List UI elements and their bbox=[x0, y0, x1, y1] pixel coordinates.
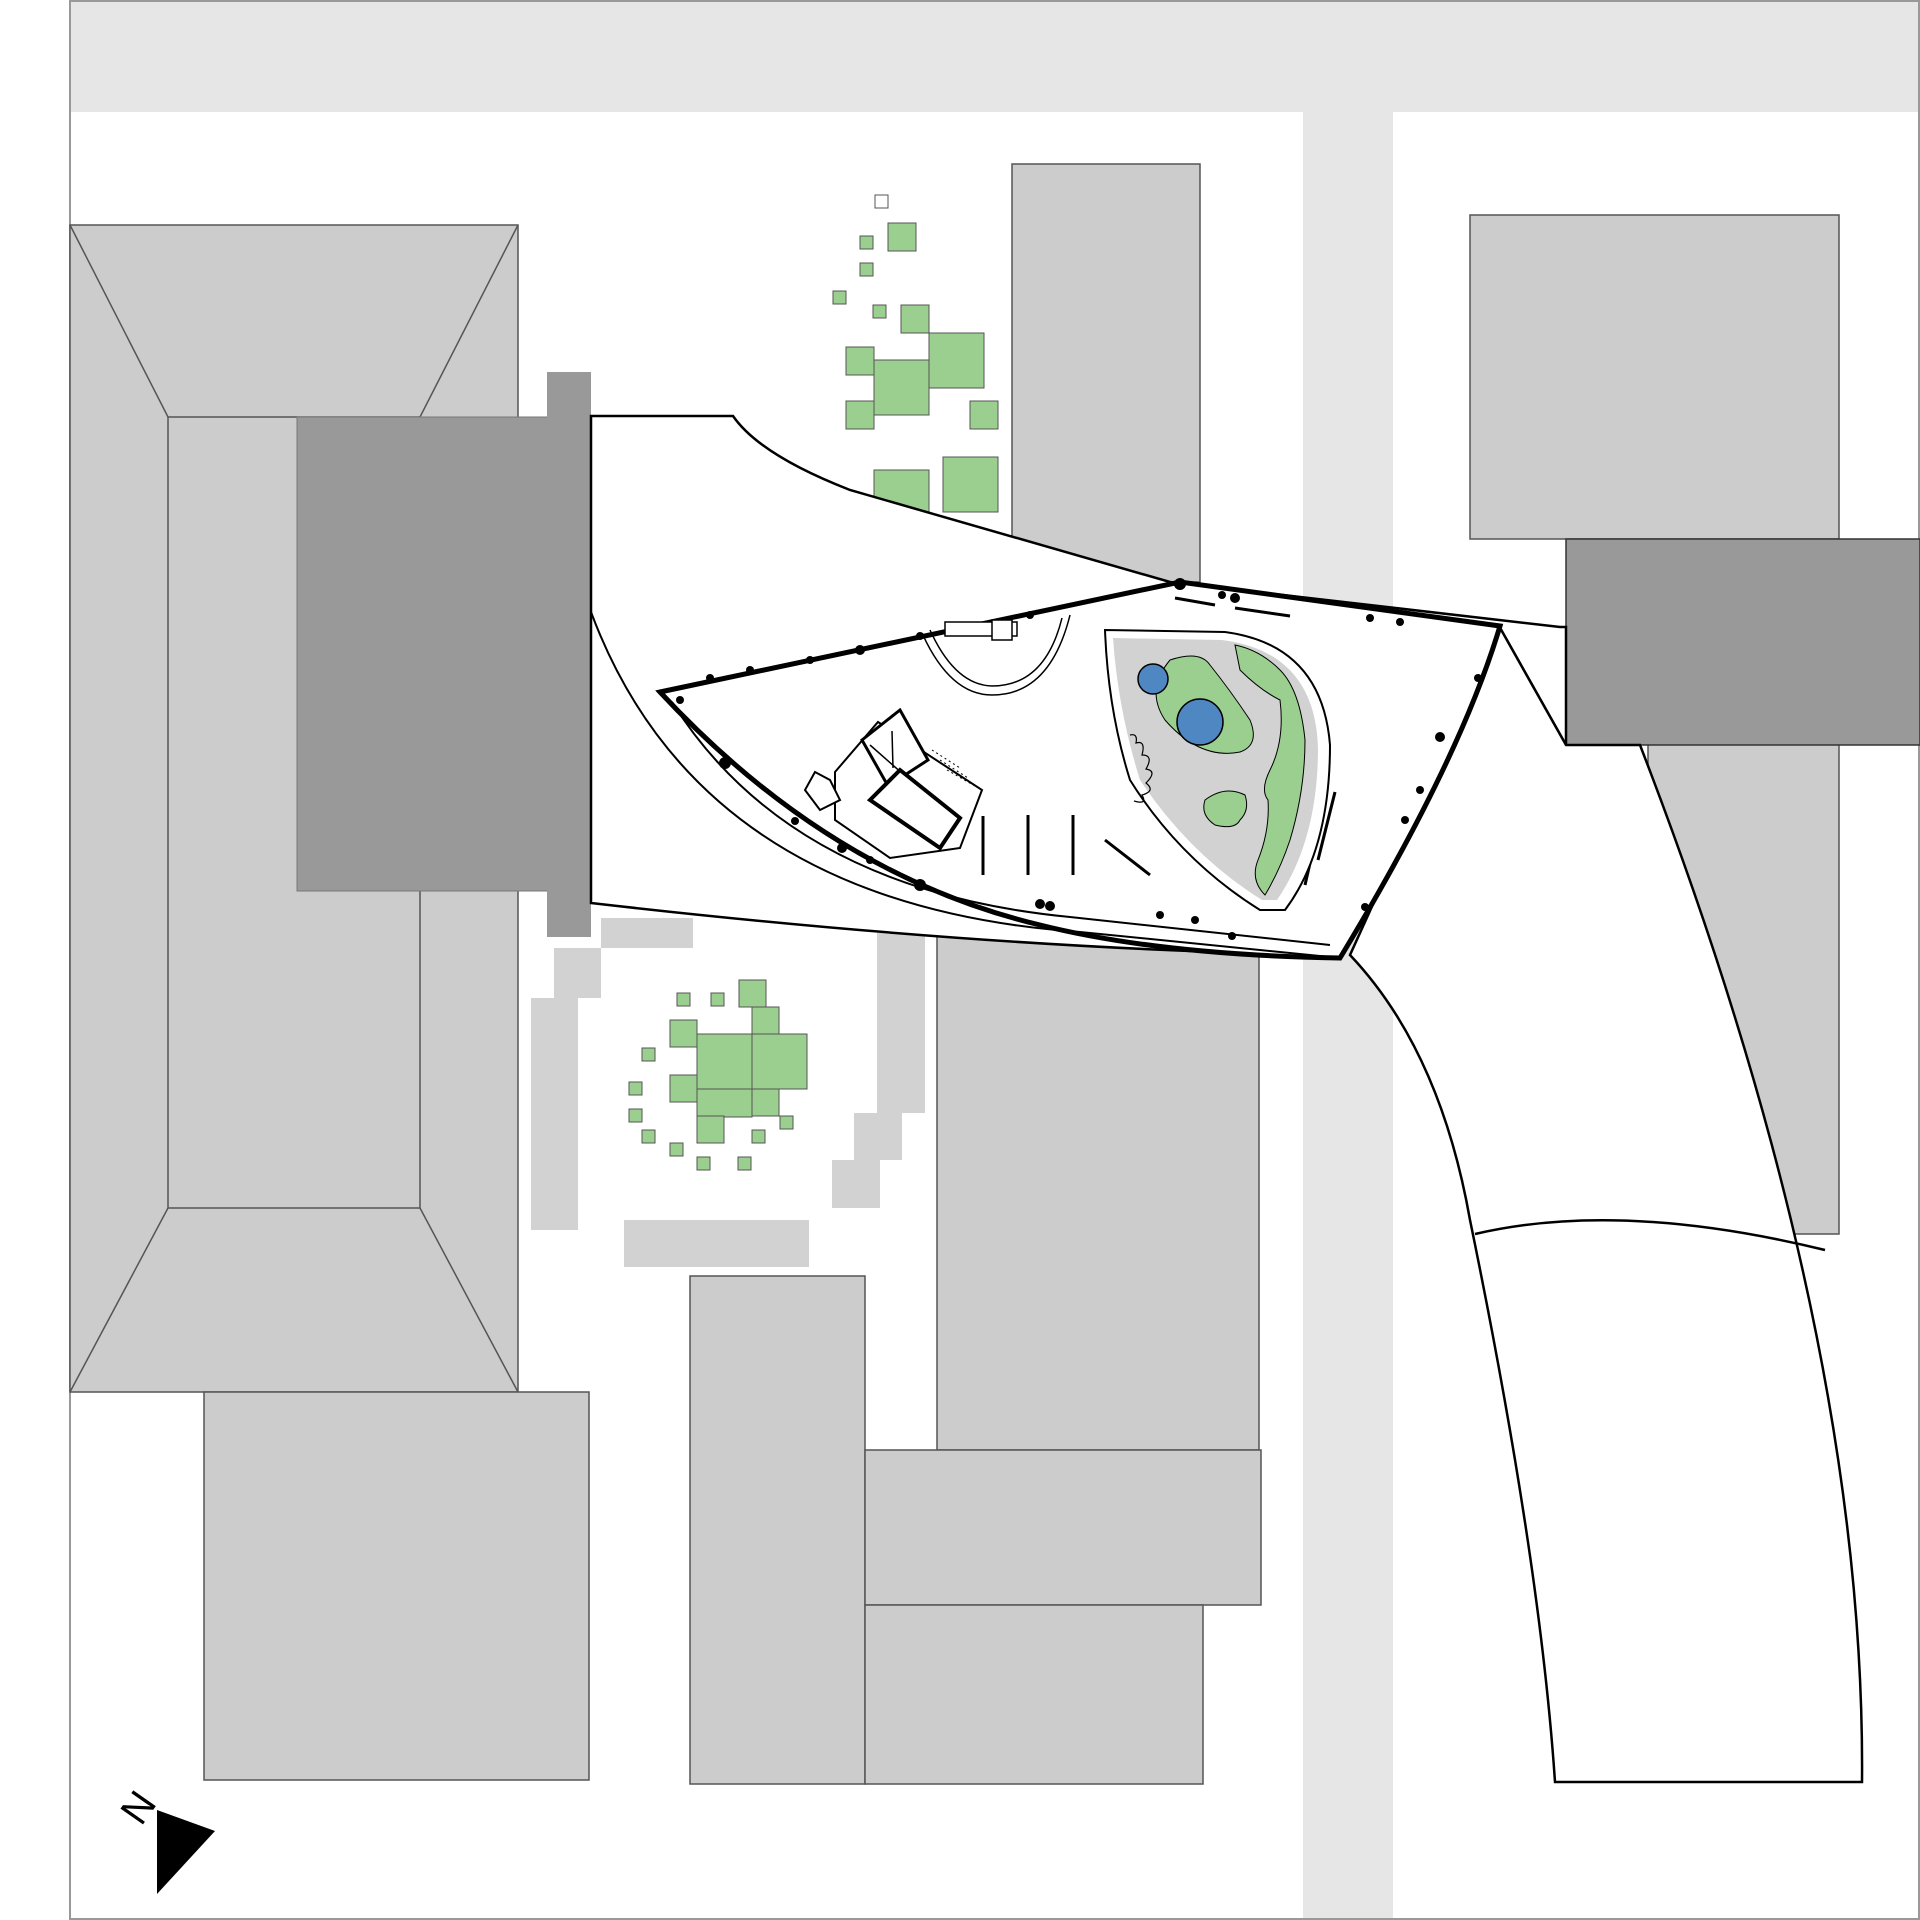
pool-small bbox=[1137, 663, 1169, 695]
building-south-central-b bbox=[864, 1449, 1262, 1606]
north-arrow: N bbox=[112, 1783, 215, 1894]
building-central bbox=[936, 924, 1260, 1451]
north-arrow-icon bbox=[157, 1810, 215, 1894]
railing-posts bbox=[676, 578, 1482, 940]
building-southwest bbox=[203, 1391, 590, 1781]
central-buildings bbox=[689, 163, 1262, 1785]
building-south-central-c bbox=[864, 1604, 1204, 1785]
building-north-central bbox=[1011, 163, 1201, 583]
road-north bbox=[70, 0, 1920, 112]
garden bbox=[1103, 628, 1332, 911]
road-vertical bbox=[1303, 112, 1393, 1920]
stair-core bbox=[803, 707, 984, 860]
trees-south bbox=[628, 979, 808, 1171]
trees-north bbox=[832, 194, 999, 526]
building-south-central-a bbox=[689, 1275, 866, 1785]
roads bbox=[70, 0, 1920, 1920]
building-dark-east bbox=[1565, 538, 1920, 746]
pool-large bbox=[1176, 698, 1224, 746]
building-northeast bbox=[1469, 214, 1840, 540]
ramp-division-line bbox=[1474, 1219, 1826, 1252]
amphitheater bbox=[921, 614, 1071, 696]
paving-blocks bbox=[531, 918, 925, 1267]
parking-lines bbox=[981, 815, 1151, 877]
building-dark-west bbox=[296, 372, 598, 937]
